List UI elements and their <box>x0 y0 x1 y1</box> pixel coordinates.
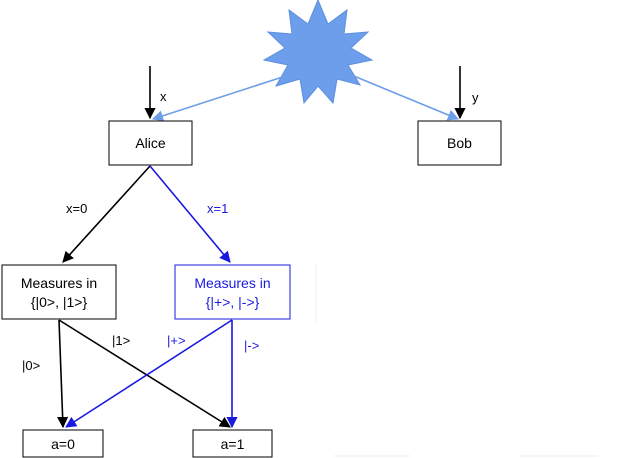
edge-source-to-alice <box>151 71 299 122</box>
label-ketminus: |-> <box>244 338 259 353</box>
label-y-input: y <box>472 90 479 105</box>
node-bob-label: Bob <box>447 135 472 151</box>
edge-ket1 <box>58 319 231 428</box>
node-a0: a=0 <box>22 429 104 458</box>
label-ket1: |1> <box>112 333 130 348</box>
edge-ket0 <box>57 319 69 429</box>
node-bob: Bob <box>417 120 502 166</box>
edge-alice-x0 <box>62 165 151 263</box>
node-measure-z-line1: Measures in <box>21 275 97 291</box>
node-measure-x: Measures in {|+>, |->} <box>174 264 291 320</box>
label-ket0: |0> <box>22 358 40 373</box>
label-ketplus: |+> <box>167 333 186 348</box>
node-measure-z-line2: {|0>, |1>} <box>31 294 88 310</box>
edge-ketplus <box>65 319 233 428</box>
label-x1: x=1 <box>207 201 228 216</box>
starburst-icon <box>262 0 374 105</box>
node-alice-label: Alice <box>135 135 166 151</box>
node-measure-x-line1: Measures in <box>194 275 270 291</box>
faint-guides <box>315 265 598 457</box>
node-a1: a=1 <box>192 429 273 458</box>
node-measure-z: Measures in {|0>, |1>} <box>1 264 117 320</box>
node-measure-x-line2: {|+>, |->} <box>206 294 260 310</box>
node-alice: Alice <box>108 120 193 166</box>
edge-alice-x1 <box>149 165 231 263</box>
node-a1-label: a=1 <box>221 436 245 452</box>
label-x0: x=0 <box>66 201 87 216</box>
edge-source-to-bob <box>343 71 460 121</box>
node-a0-label: a=0 <box>51 436 75 452</box>
label-x-input: x <box>160 89 167 104</box>
